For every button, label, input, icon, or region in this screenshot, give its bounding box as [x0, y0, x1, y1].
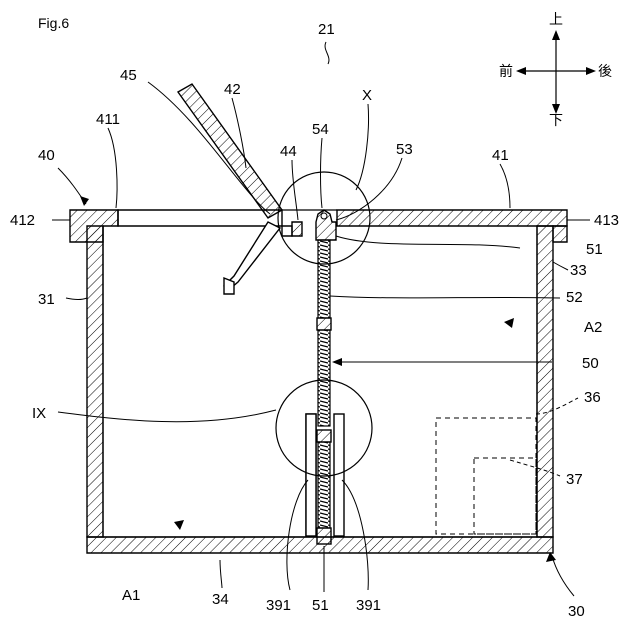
thread-upper	[318, 240, 330, 318]
leader-30	[552, 556, 574, 596]
direction-back: 後	[598, 64, 612, 80]
coupling-lower	[317, 430, 331, 442]
label-31: 31	[38, 291, 55, 308]
label-411: 411	[96, 111, 120, 128]
label-413: 413	[594, 212, 619, 229]
arrow-A2-icon	[504, 318, 514, 328]
leader-44	[292, 160, 298, 220]
label-45: 45	[120, 67, 137, 84]
label-42: 42	[224, 81, 241, 98]
flange-413	[553, 226, 567, 242]
plate-41-left	[118, 210, 282, 226]
leader-391-left	[287, 480, 308, 590]
label-50: 50	[582, 355, 599, 372]
label-40: 40	[38, 147, 55, 164]
arrow-A1-icon	[174, 520, 184, 530]
leader-411	[108, 128, 117, 208]
label-30: 30	[568, 603, 585, 620]
leader-31	[66, 298, 87, 300]
notch-44	[282, 226, 292, 236]
front-arrowhead-icon	[516, 67, 526, 75]
label-44: 44	[280, 143, 297, 160]
label-37: 37	[566, 471, 583, 488]
leader-21	[325, 42, 329, 64]
label-51-bottom: 51	[312, 597, 329, 614]
coupling-upper	[317, 318, 331, 330]
leader-X	[356, 104, 369, 190]
leader-52	[330, 296, 560, 298]
flap-42-panel	[178, 84, 282, 218]
flange-412	[70, 210, 118, 242]
label-33: 33	[570, 262, 587, 279]
leader-34	[220, 560, 222, 588]
label-391-left: 391	[266, 597, 291, 614]
label-54: 54	[312, 121, 329, 138]
direction-up: 上	[549, 12, 563, 28]
label-53: 53	[396, 141, 413, 158]
leader-391-right	[342, 480, 368, 590]
figure-title: Fig.6	[38, 15, 69, 31]
dashed-region-36	[436, 418, 536, 534]
label-52: 52	[566, 289, 583, 306]
label-IX: IX	[32, 405, 46, 422]
stop-44	[292, 222, 302, 236]
label-34: 34	[212, 591, 229, 608]
label-A2: A2	[584, 319, 602, 336]
head-53-hole	[321, 213, 327, 219]
label-A1: A1	[122, 587, 140, 604]
thread-lower	[318, 442, 330, 528]
leader-54	[321, 138, 323, 208]
label-412: 412	[10, 212, 35, 229]
direction-down: 下	[549, 113, 563, 129]
direction-indicator: 上 下 前 後	[499, 12, 612, 129]
back-arrowhead-icon	[586, 67, 596, 75]
rod-50	[306, 210, 344, 544]
thread-middle	[318, 330, 330, 426]
label-X: X	[362, 87, 372, 104]
base-51	[317, 528, 331, 544]
leader-41	[500, 164, 510, 208]
label-41: 41	[492, 147, 509, 164]
label-391-right: 391	[356, 597, 381, 614]
arrow-50-icon	[332, 358, 342, 366]
flap-42	[178, 84, 282, 294]
leader-51-top	[336, 236, 520, 248]
leader-33	[553, 262, 568, 270]
label-36: 36	[584, 389, 601, 406]
dashed-region-37	[474, 458, 536, 534]
arrow-40-icon	[80, 196, 89, 206]
direction-front: 前	[499, 63, 513, 80]
right-wall-33	[537, 226, 553, 537]
up-arrowhead-icon	[552, 30, 560, 40]
plate-41-right	[337, 210, 567, 226]
left-wall-31	[87, 226, 103, 537]
label-51-top: 51	[586, 241, 603, 258]
ref-21: 21	[318, 21, 335, 38]
